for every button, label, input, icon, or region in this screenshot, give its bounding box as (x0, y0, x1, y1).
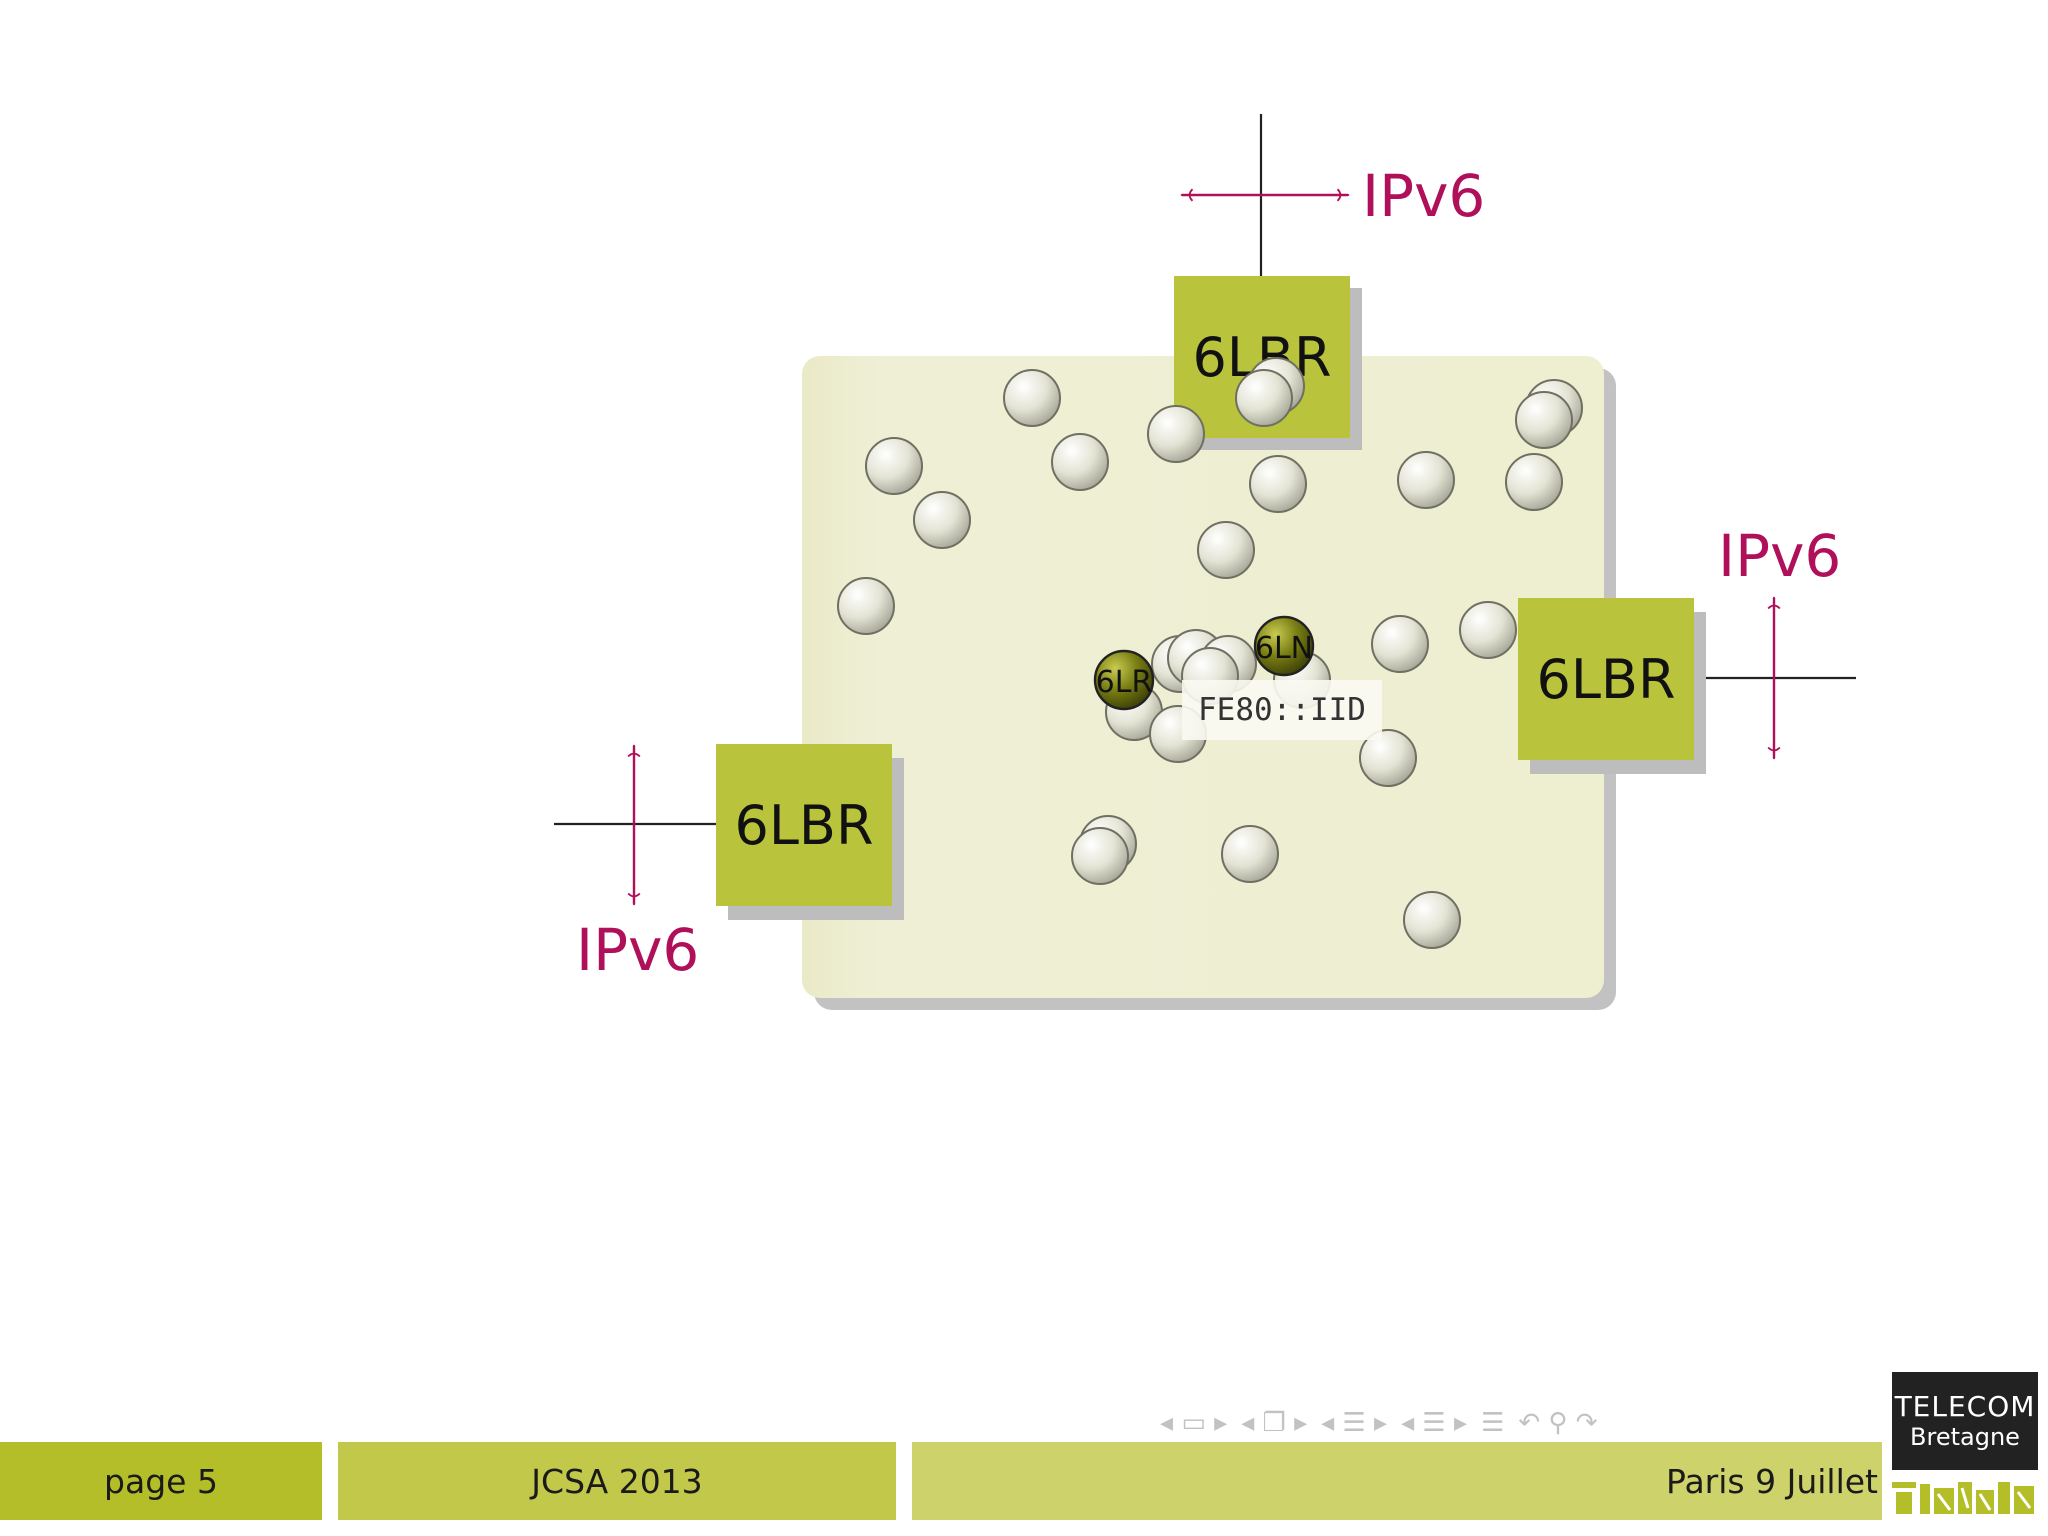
sensor-node (1197, 521, 1255, 579)
conference-text: JCSA 2013 (531, 1461, 703, 1501)
footer-conference: JCSA 2013 (338, 1442, 896, 1520)
logo-line1: TELECOM (1894, 1390, 2036, 1423)
right-ipv6-label: IPv6 (1718, 522, 1841, 590)
sensor-node (1147, 405, 1205, 463)
footer-page-number: page 5 (0, 1442, 322, 1520)
sensor-node (1459, 601, 1517, 659)
logo-pattern-icon (1892, 1480, 2038, 1516)
sensor-node (1249, 455, 1307, 513)
host-node-label: 6LN (1255, 631, 1313, 666)
top-ipv6-label: IPv6 (1362, 162, 1485, 230)
link-local-address-text: FE80::IID (1198, 692, 1366, 728)
sensor-node (1221, 825, 1279, 883)
border-router-right-label: 6LBR (1536, 648, 1675, 711)
sensor-node (1403, 891, 1461, 949)
footer-place-date: Paris 9 Juillet (912, 1442, 1882, 1520)
router-node-6lr: 6LR (1093, 649, 1155, 711)
sensor-node (1371, 615, 1429, 673)
nav-presentation-icon[interactable]: ☰ (1481, 1408, 1505, 1438)
nav-frame-icon[interactable]: ◂ ▭ ▸ (1160, 1408, 1228, 1438)
left-ipv6-label: IPv6 (576, 916, 699, 984)
place-date-text: Paris 9 Juillet (1666, 1461, 1878, 1501)
nav-subsection-list-icon[interactable]: ◂ ☰ ▸ (1401, 1408, 1468, 1438)
sensor-node (1235, 369, 1293, 427)
navigation-symbols: ◂ ▭ ▸ ◂ ❐ ▸ ◂ ☰ ▸ ◂ ☰ ▸ ☰ ↶ ⚲ ↷ (1160, 1400, 1598, 1446)
nav-search-icon[interactable]: ↶ ⚲ ↷ (1518, 1408, 1598, 1438)
sensor-node (1051, 433, 1109, 491)
sensor-node (1505, 453, 1563, 511)
nav-subsection-icon[interactable]: ◂ ❐ ▸ (1241, 1408, 1308, 1438)
sensor-node (1397, 451, 1455, 509)
border-router-left: 6LBR (716, 744, 904, 920)
page-number-text: page 5 (104, 1461, 218, 1501)
router-node-label: 6LR (1096, 665, 1153, 700)
border-router-right: 6LBR (1518, 598, 1706, 774)
telecom-bretagne-logo: TELECOM Bretagne (1892, 1372, 2038, 1470)
sensor-node (1003, 369, 1061, 427)
host-node-6ln: 6LN (1253, 615, 1315, 677)
logo-line2: Bretagne (1910, 1423, 2020, 1451)
sensor-node (913, 491, 971, 549)
link-local-address-tag: FE80::IID (1182, 680, 1382, 740)
sensor-node (1359, 729, 1417, 787)
sensor-node (1071, 827, 1129, 885)
sensor-node (865, 437, 923, 495)
border-router-left-label: 6LBR (734, 794, 873, 857)
nav-section-icon[interactable]: ◂ ☰ ▸ (1321, 1408, 1388, 1438)
sensor-node (1515, 391, 1573, 449)
sensor-node (837, 577, 895, 635)
